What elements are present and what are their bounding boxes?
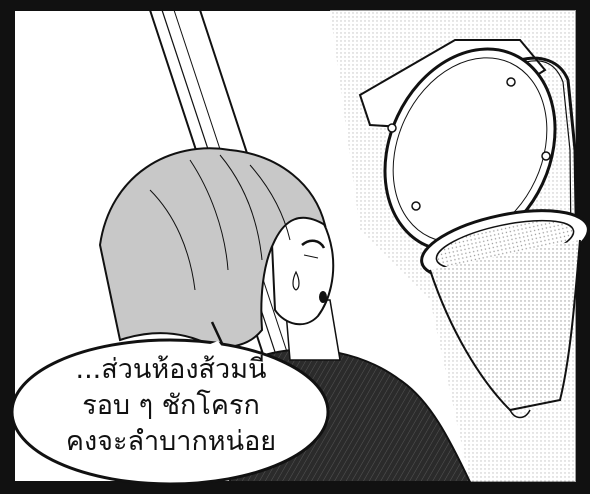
speech-bubble-text: ...ส่วนห้องส้วมนี่ รอบ ๆ ชักโครก คงจะลำบ…: [40, 352, 302, 472]
speech-bubble-shape: [10, 321, 330, 486]
speech-line: รอบ ๆ ชักโครก: [82, 390, 260, 421]
toilet-illustration: [358, 39, 590, 419]
speech-line: ...ส่วนห้องส้วมนี่: [75, 354, 267, 385]
speech-line: คงจะลำบากหน่อย: [65, 426, 277, 457]
